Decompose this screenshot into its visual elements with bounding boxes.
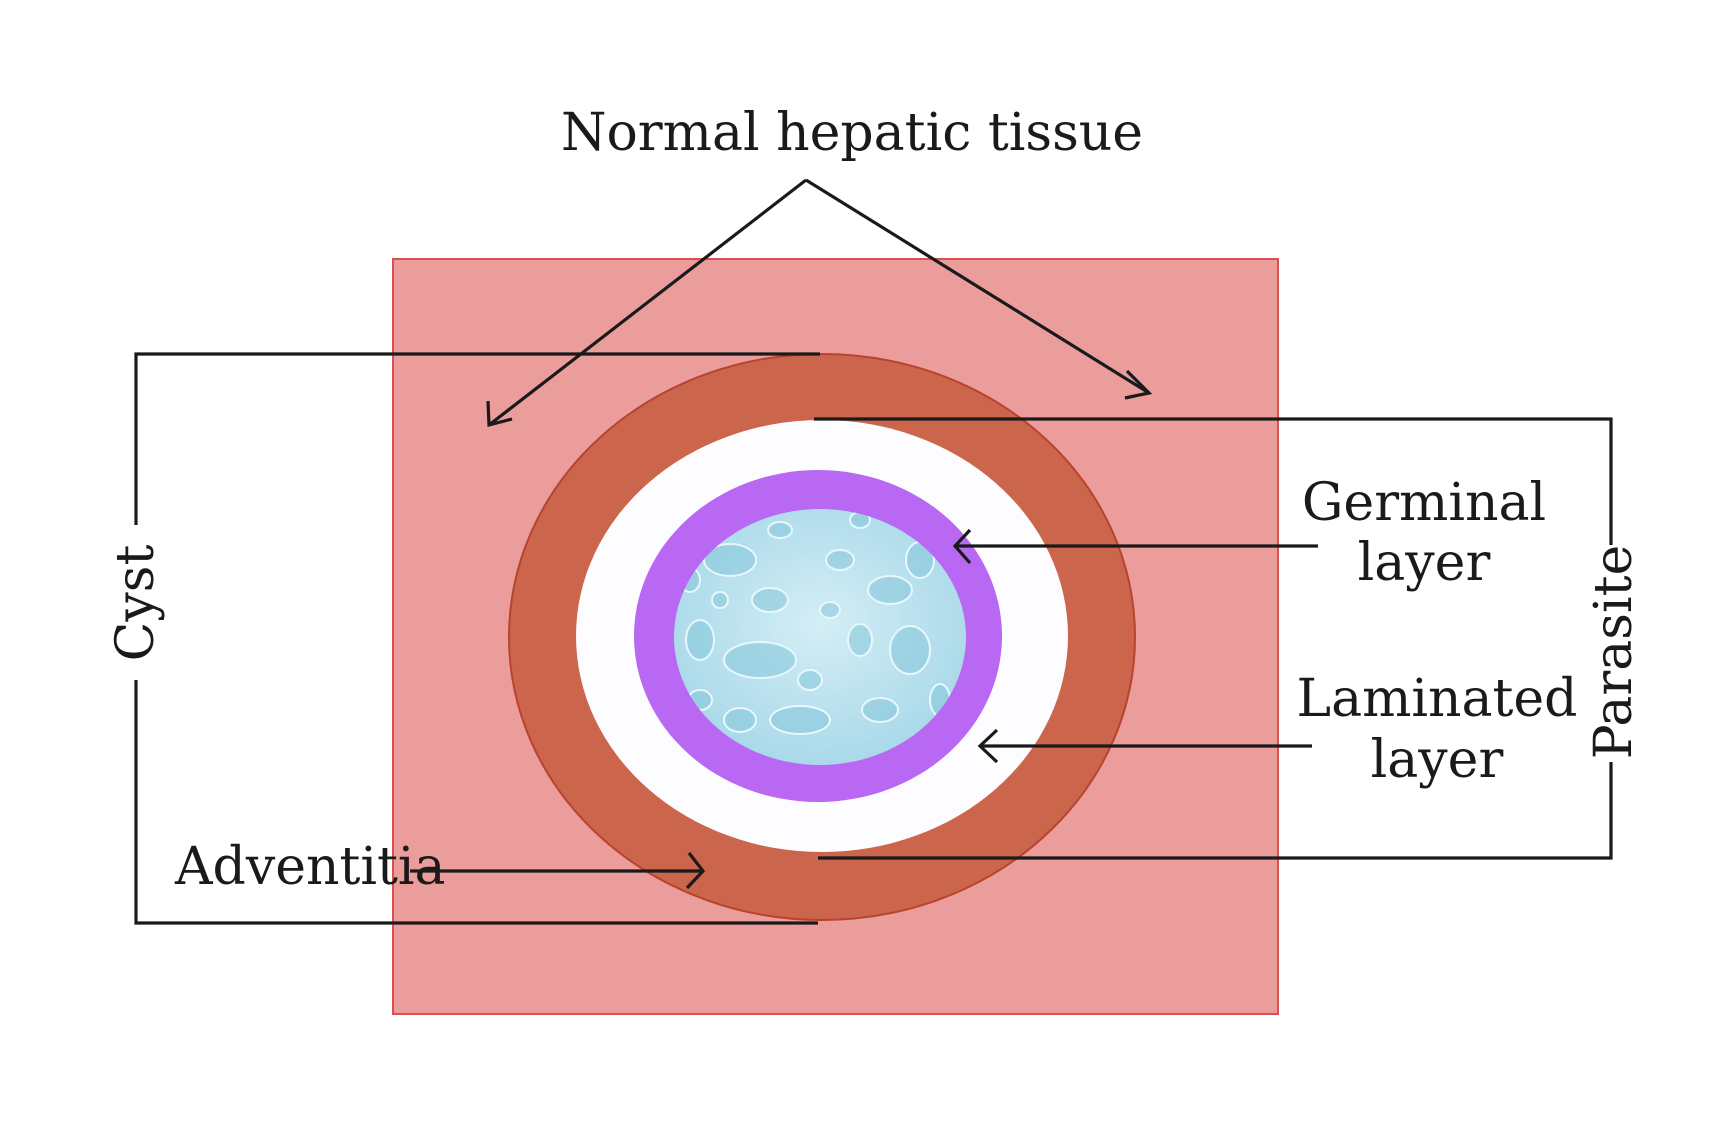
fluid-droplet (724, 708, 756, 732)
cyst-fluid (674, 509, 966, 765)
parasite-label: Parasite (1584, 545, 1644, 760)
fluid-droplet (826, 550, 854, 570)
fluid-droplet (770, 706, 830, 734)
fluid-droplet (848, 624, 872, 656)
fluid-droplet (820, 602, 840, 618)
fluid-droplet (752, 588, 788, 612)
fluid-droplet (724, 642, 796, 678)
laminated-layer-label-line2: layer (1371, 730, 1504, 790)
adventitia-label: Adventitia (174, 837, 446, 897)
germinal-layer-label-line2: layer (1358, 533, 1491, 593)
germinal-layer-label-line1: Germinal (1302, 473, 1546, 533)
cyst-label: Cyst (106, 545, 166, 662)
laminated-layer-label-line1: Laminated (1297, 669, 1578, 729)
fluid-droplet (798, 670, 822, 690)
fluid-droplet (890, 626, 930, 674)
fluid-droplet (868, 576, 912, 604)
fluid-droplet (686, 620, 714, 660)
fluid-droplet (712, 592, 728, 608)
normal-hepatic-tissue-label: Normal hepatic tissue (561, 103, 1143, 163)
fluid-droplet (862, 698, 898, 722)
fluid-droplet (768, 522, 792, 538)
